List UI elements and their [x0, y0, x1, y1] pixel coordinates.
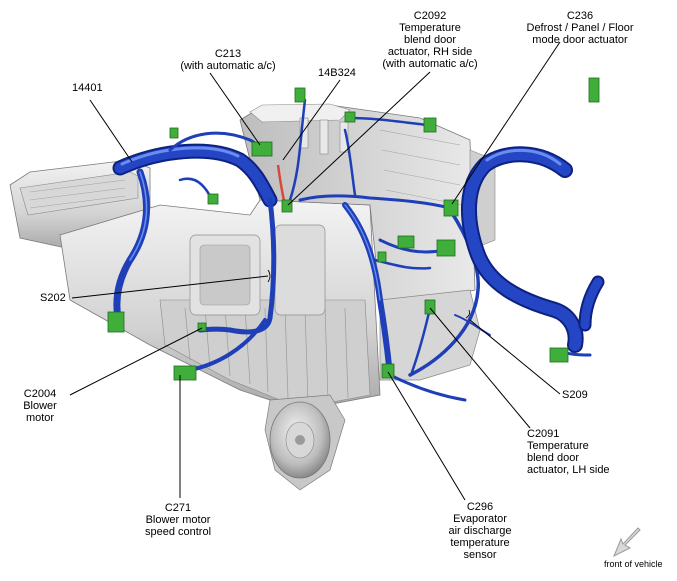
connector-upper-mid — [344, 111, 356, 123]
label-c2091-line-3: blend door — [527, 452, 579, 464]
label-front-of-vehicle-line-1: front of vehicle — [604, 559, 663, 569]
label-c271-line-1: C271 — [164, 502, 192, 514]
connector-left-top — [169, 127, 179, 139]
label-c296-line-4: temperature — [450, 537, 510, 549]
label-s209-line-1: S209 — [562, 389, 588, 401]
label-c2091-line-2: Temperature — [527, 440, 589, 452]
leader-c213 — [209, 72, 261, 146]
label-c2091: C2091 Temperature blend door actuator, L… — [527, 428, 610, 476]
label-c2092-line-5: (with automatic a/c) — [382, 58, 478, 70]
label-c271-line-3: speed control — [144, 526, 212, 538]
label-c2004: C2004 Blower motor — [12, 388, 68, 424]
label-c296-line-2: Evaporator — [453, 513, 507, 525]
label-s202: S202 — [40, 292, 66, 304]
leader-c2004 — [69, 327, 203, 396]
label-c213-line-1: C213 — [214, 48, 242, 60]
label-c296-line-1: C296 — [466, 501, 494, 513]
connector-far-right — [588, 77, 600, 103]
label-c2091-line-4: actuator, LH side — [527, 464, 610, 476]
leader-14401 — [89, 99, 133, 163]
label-s202-line-1: S202 — [40, 292, 66, 304]
label-c213-line-2: (with automatic a/c) — [180, 60, 276, 72]
connector-c2004 — [107, 311, 125, 333]
connector-c213 — [251, 141, 273, 157]
label-c2004-line-3: motor — [25, 412, 55, 424]
connector-right-low — [549, 347, 569, 363]
leader-14b324 — [282, 79, 341, 161]
direction-arrow-icon — [613, 527, 641, 558]
label-c2004-line-1: C2004 — [23, 388, 57, 400]
label-c2091-line-1: C2091 — [527, 428, 560, 440]
blower-motor — [264, 394, 346, 491]
connector-c2092 — [423, 117, 437, 133]
connectors — [107, 77, 600, 381]
label-c271-line-2: Blower motor — [145, 514, 211, 526]
label-c296-line-3: air discharge — [448, 525, 512, 537]
label-c2092-line-1: C2092 — [413, 10, 447, 22]
connector-c296 — [381, 363, 395, 379]
label-14b324-line-1: 14B324 — [318, 67, 356, 79]
label-c236-line-1: C236 — [566, 10, 594, 22]
label-c2004-line-2: Blower — [23, 400, 57, 412]
label-14401-line-1: 14401 — [72, 82, 103, 94]
leader-c296 — [387, 371, 466, 501]
connector-mid-small — [207, 193, 219, 205]
connector-cluster-1 — [397, 235, 415, 249]
label-c236-line-2: Defrost / Panel / Floor — [526, 22, 634, 34]
leader-c2091 — [429, 307, 531, 429]
label-c2092-line-4: actuator, RH side — [387, 46, 473, 58]
label-c271: C271 Blower motor speed control — [128, 502, 228, 538]
leader-lines — [69, 41, 561, 501]
label-c236-line-3: mode door actuator — [532, 34, 628, 46]
label-14401: 14401 — [72, 82, 103, 94]
connector-cluster-2 — [436, 239, 456, 257]
label-c296: C296 Evaporator air discharge temperatur… — [440, 501, 520, 561]
label-14b324: 14B324 — [318, 67, 356, 79]
connector-cluster-3 — [377, 251, 387, 263]
connector-c2091 — [424, 299, 436, 315]
connector-top — [294, 87, 306, 103]
leader-s202 — [71, 275, 269, 299]
label-c213: C213 (with automatic a/c) — [158, 48, 298, 72]
leader-c236 — [451, 41, 561, 205]
connector-c236 — [443, 199, 459, 217]
label-c2092-line-2: Temperature — [399, 22, 461, 34]
label-s209: S209 — [562, 389, 588, 401]
label-c236: C236 Defrost / Panel / Floor mode door a… — [505, 10, 655, 46]
connector-c271 — [173, 365, 197, 381]
leader-c2092 — [287, 71, 431, 206]
label-c2092-line-3: blend door — [404, 34, 456, 46]
leader-s209 — [469, 319, 561, 395]
connector-14b324 — [281, 199, 293, 213]
label-front-of-vehicle: front of vehicle — [604, 558, 663, 570]
label-c2092: C2092 Temperature blend door actuator, R… — [380, 10, 480, 70]
connector-small-left — [197, 322, 207, 332]
label-c296-line-5: sensor — [463, 549, 497, 561]
